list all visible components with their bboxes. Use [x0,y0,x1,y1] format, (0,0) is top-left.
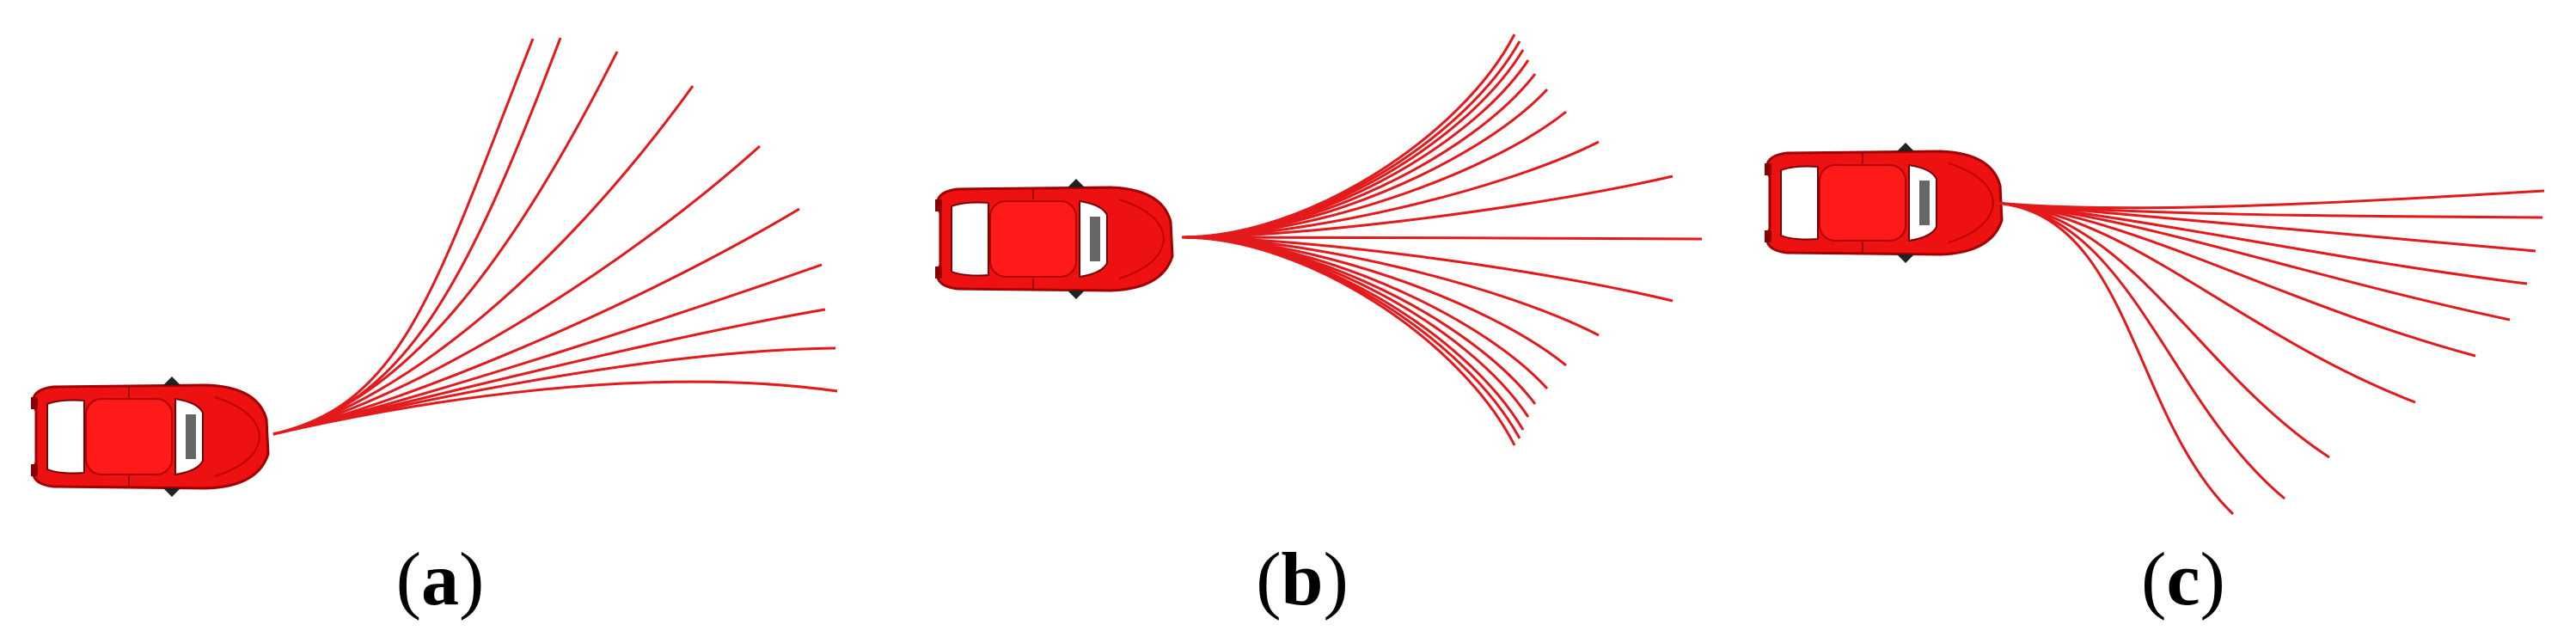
traj-c-curve [1995,201,2511,322]
traj-a-curve [272,263,823,436]
caption-c-letter: c [2166,538,2200,622]
traj-c-curve [1995,201,2285,500]
traj-b-curve [1181,236,1703,241]
traj-a-curve [272,85,694,436]
traj-c-curve [1995,201,2476,358]
car-a [29,375,270,499]
traj-a-curve [272,380,838,436]
caption-b-letter: b [1281,538,1324,622]
traj-b-curve [1181,236,1521,439]
traj-a-curve [272,51,619,436]
caption-c: (c) [2141,538,2225,622]
panel-c [1763,141,2545,516]
traj-b-curve [1181,236,1516,446]
traj-c-curve [1995,201,2235,516]
traj-c-curve [1995,201,2330,459]
car-b [933,177,1174,301]
trajectory-bundle-c [1995,189,2545,516]
car-c [1763,141,2004,265]
traj-c-curve [1995,201,2536,253]
traj-a-curve [272,207,800,436]
caption-a: (a) [395,538,485,622]
traj-b-curve [1181,73,1537,239]
caption-b: (b) [1256,538,1349,622]
trajectory-bundle-a [272,37,838,436]
panel-b [933,34,1703,446]
traj-b-curve [1181,40,1521,239]
traj-b-curve [1181,34,1516,239]
traj-c-curve [1995,201,2416,404]
panel-a [29,37,838,499]
traj-c-curve [1995,189,2545,210]
caption-a-letter: a [421,538,459,622]
traj-a-curve [272,144,762,436]
trajectory-bundle-b [1181,34,1703,446]
traj-b-curve [1181,175,1673,239]
